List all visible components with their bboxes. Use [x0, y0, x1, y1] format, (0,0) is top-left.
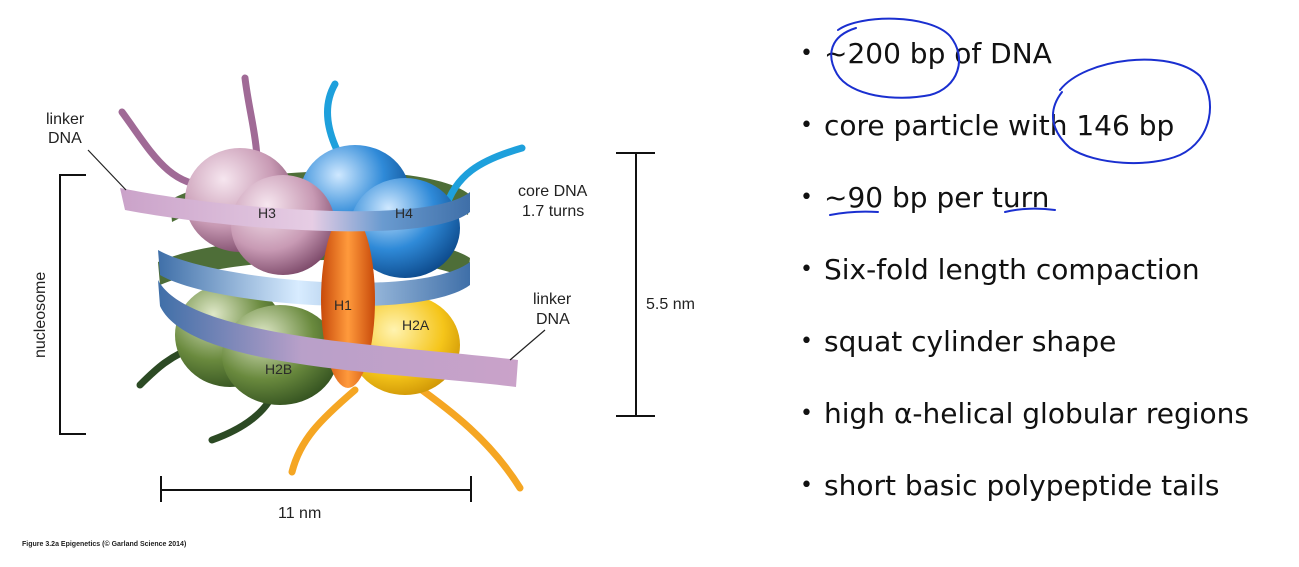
bullet-item: • core particle with 146 bp [800, 104, 1295, 176]
bullet-item: • short basic polypeptide tails [800, 464, 1295, 536]
h3-label: H3 [258, 205, 276, 221]
linker-dna-right-leader [509, 329, 546, 361]
bullet-dot: • [800, 473, 813, 498]
height-label: 5.5 nm [646, 296, 695, 313]
core-dna-label-line2: 1.7 turns [522, 203, 584, 220]
h2b-label: H2B [265, 361, 292, 377]
bullet-text: core particle with 146 bp [824, 109, 1175, 142]
bullet-text: ~90 bp per turn [824, 181, 1050, 214]
bullet-text: ~200 bp of DNA [824, 37, 1052, 70]
bullet-dot: • [800, 329, 813, 354]
linker-dna-right-label-line2: DNA [536, 311, 570, 328]
nucleosome-diagram: H3 H4 H1 H2A H2B linker DNA linker DNA c… [22, 74, 695, 548]
bullet-dot: • [800, 113, 813, 138]
bullet-list: • ~200 bp of DNA • core particle with 146 … [800, 32, 1295, 536]
core-dna-label-line1: core DNA [518, 183, 588, 200]
width-label: 11 nm [278, 505, 321, 522]
h2a-tail-right [411, 381, 524, 492]
middle-dna-turn [158, 250, 470, 307]
figure-caption: Figure 3.2a Epigenetics (© Garland Scien… [22, 540, 186, 548]
width-dimension [160, 476, 472, 502]
bullet-item: • Six-fold length compaction [800, 248, 1295, 320]
bullet-dot: • [800, 185, 813, 210]
linker-dna-top-leader [87, 149, 127, 191]
bullet-text: high α-helical globular regions [824, 397, 1249, 430]
h4-label: H4 [395, 205, 413, 221]
linker-dna-top-label-line2: DNA [48, 130, 82, 147]
h2a-tail-left [288, 386, 359, 476]
height-dimension [616, 152, 655, 417]
bullet-text: squat cylinder shape [824, 325, 1117, 358]
bottom-dna-turn [158, 280, 518, 387]
h1-label: H1 [334, 297, 352, 313]
nucleosome-bracket [59, 174, 86, 435]
bullet-item: • squat cylinder shape [800, 320, 1295, 392]
bullet-item: • ~200 bp of DNA [800, 32, 1295, 104]
bullet-item: • high α-helical globular regions [800, 392, 1295, 464]
bullet-text: Six-fold length compaction [824, 253, 1200, 286]
bullet-dot: • [800, 41, 813, 66]
top-dna-turn [120, 188, 470, 232]
nucleosome-label: nucleosome [32, 272, 49, 358]
bullet-dot: • [800, 257, 813, 282]
h2a-label: H2A [402, 317, 430, 333]
linker-dna-right-label-line1: linker [533, 291, 572, 308]
linker-dna-top-label-line1: linker [46, 111, 85, 128]
bullet-dot: • [800, 401, 813, 426]
bullet-text: short basic polypeptide tails [824, 469, 1220, 502]
bullet-item: • ~90 bp per turn [800, 176, 1295, 248]
